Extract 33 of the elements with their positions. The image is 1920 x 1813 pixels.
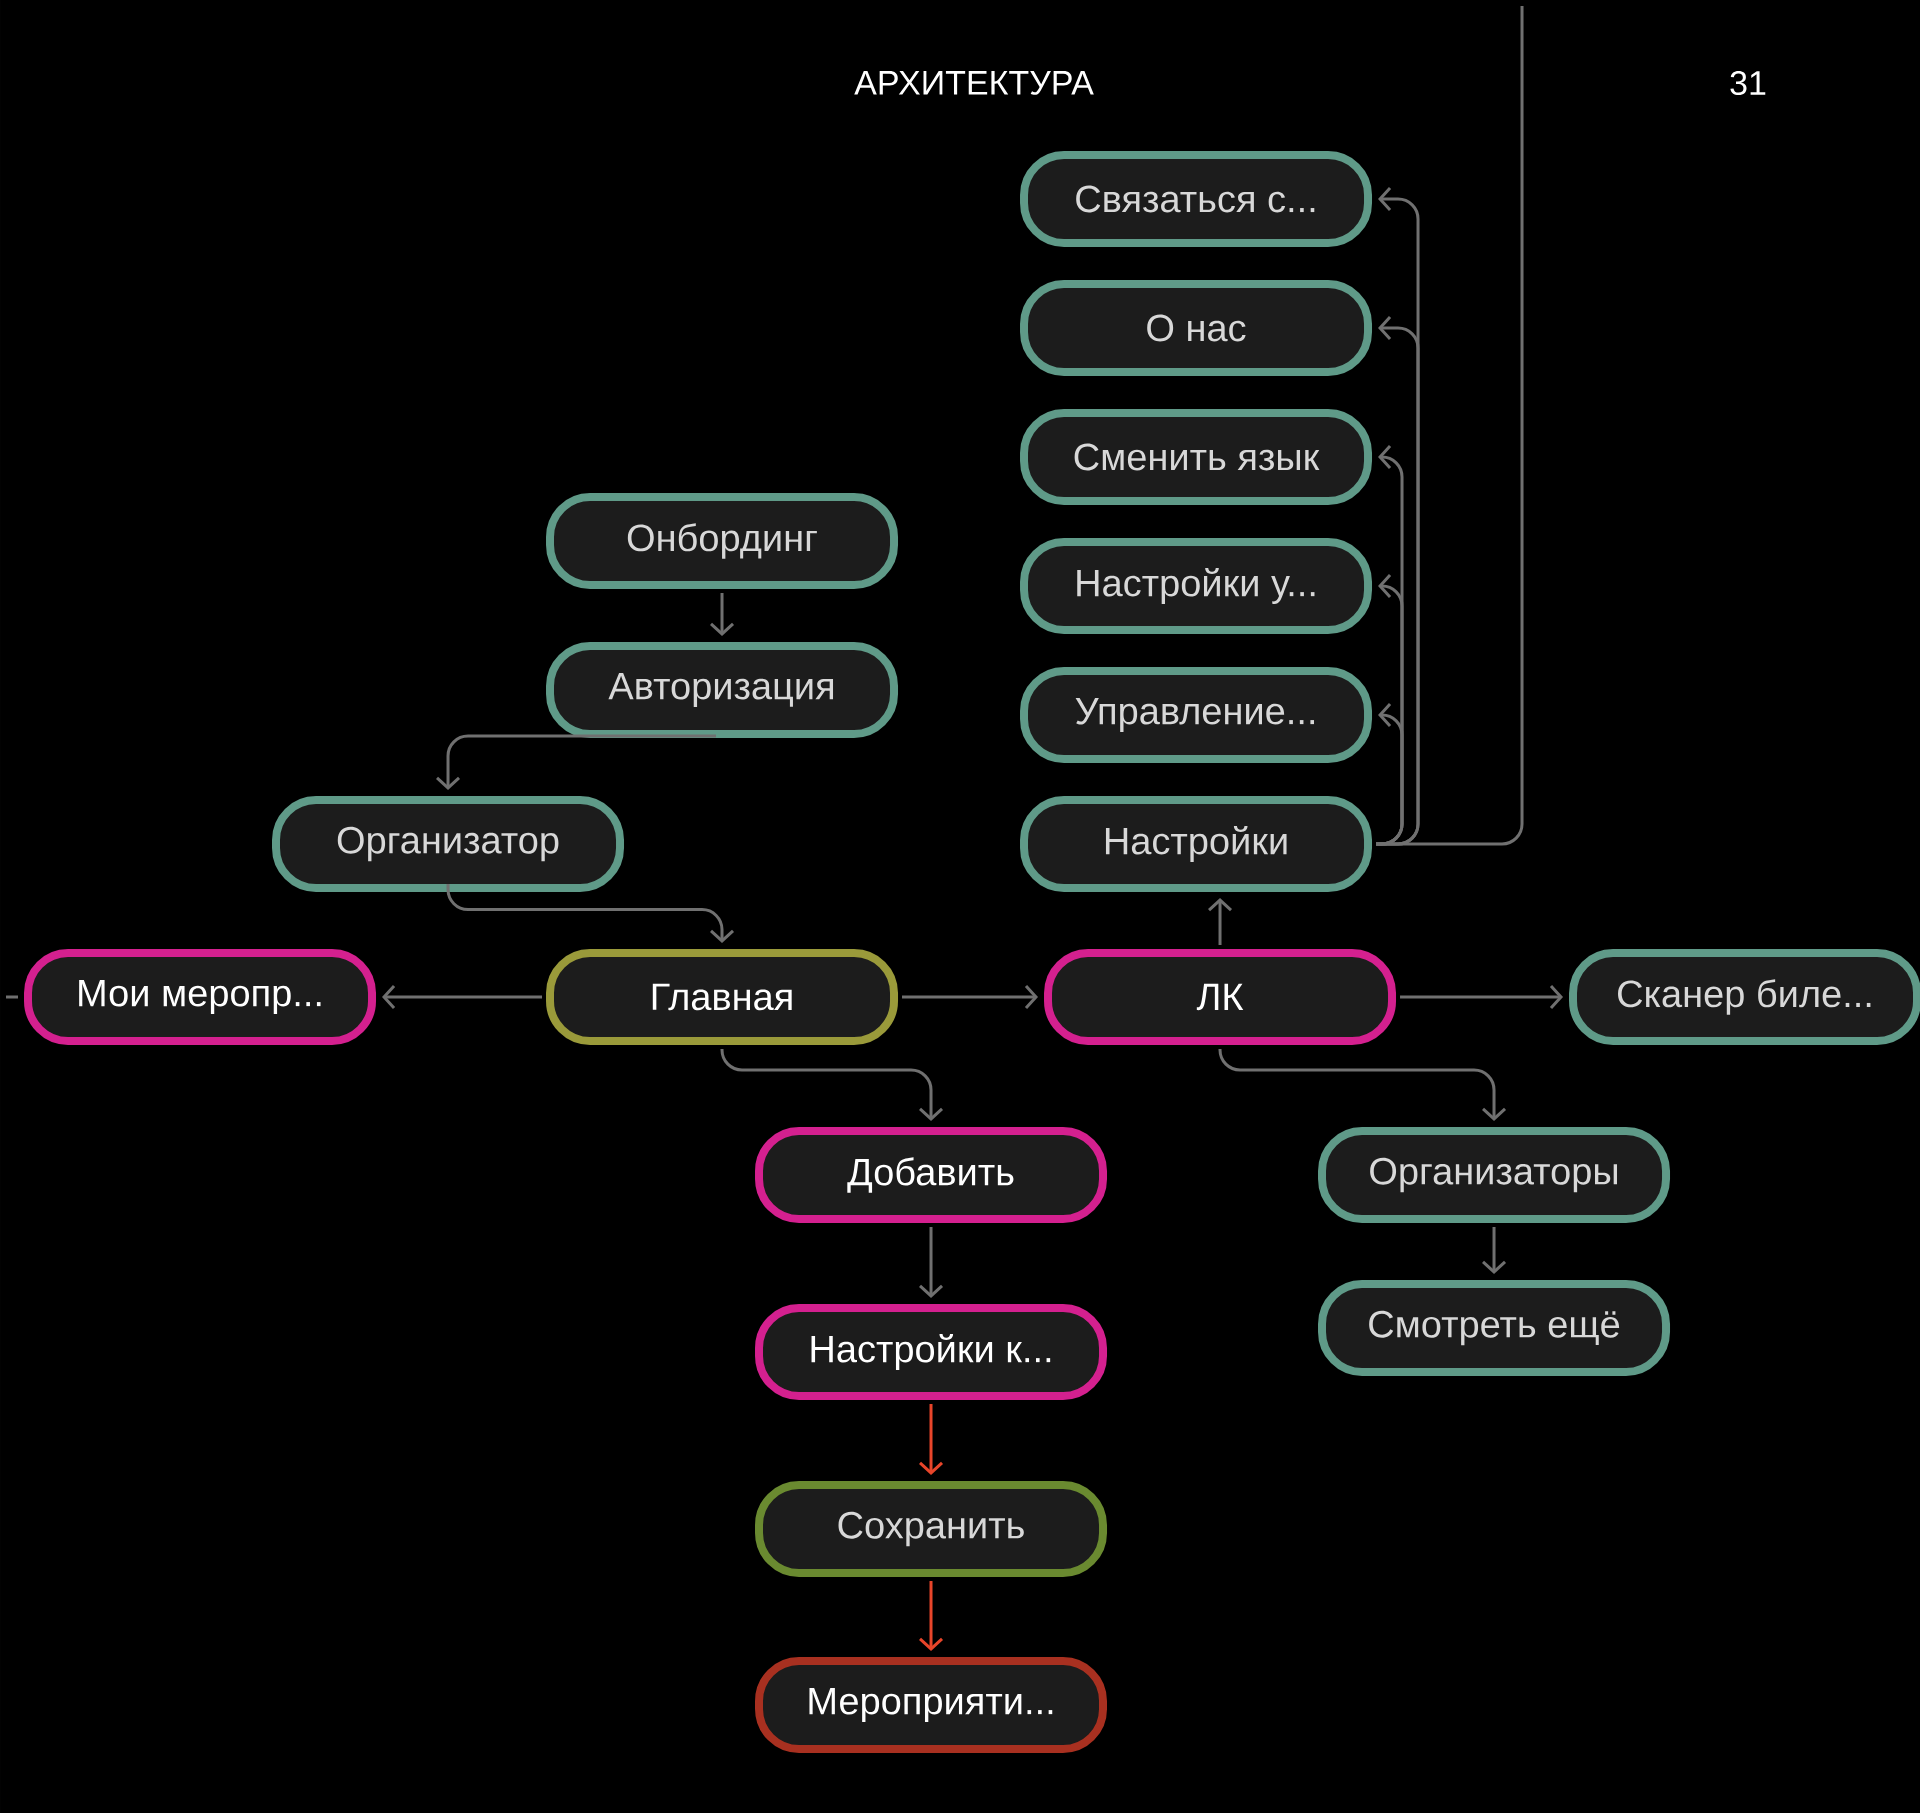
arrow [710,593,735,636]
menu-box: О нас [1020,280,1372,376]
menu-box: Организаторы [1318,1127,1670,1223]
page-title: АРХИТЕКТУРА [854,71,1094,95]
menu-box: Настройки у... [1020,538,1372,634]
menu-box: Настройки к... [755,1304,1107,1400]
arrow [382,985,542,1009]
menu-box: Сканер биле... [1569,949,1920,1045]
arrow [902,985,1038,1009]
menu-box: Управление... [1020,667,1372,763]
menu-box: Настройки [1020,796,1372,892]
arrow [919,1404,944,1475]
menu-box: Онбординг [546,493,898,589]
arrow [1482,1227,1507,1274]
menu-box: Мои меропр... [24,949,376,1045]
menu-box: Мероприяти... [755,1657,1107,1753]
menu-box: Сохранить [755,1481,1107,1577]
arrow [1376,703,1404,846]
menu-box: Связаться с... [1020,151,1372,247]
menu-box: Авторизация [546,642,898,738]
menu-box: Смотреть ещё [1318,1280,1670,1376]
arrow [1376,316,1420,846]
arrow [436,734,716,790]
menu-box: Сменить язык [1020,409,1372,505]
menu-box: Организатор [272,796,624,892]
menu-box: Добавить [755,1127,1107,1223]
arrow [919,1227,944,1298]
menu-box: ЛК [1044,949,1396,1045]
menu-box: Главная [546,949,898,1045]
arrow [919,1581,944,1651]
page-number: 31 [1730,70,1766,96]
arrow [1400,985,1564,1009]
arrow [1208,898,1233,945]
